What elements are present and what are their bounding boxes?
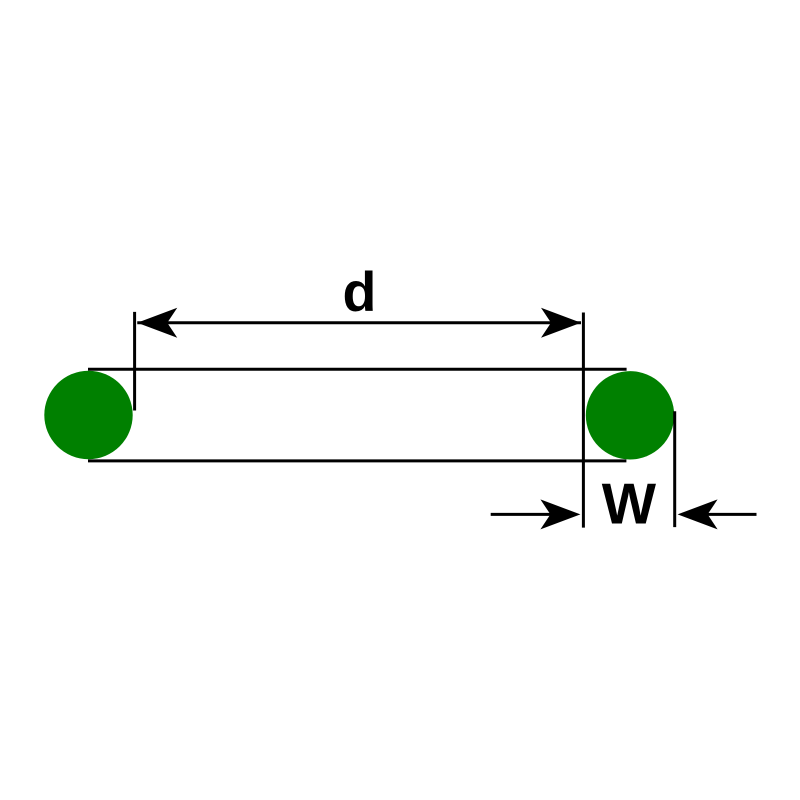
svg-text:d: d — [342, 261, 376, 323]
svg-text:W: W — [602, 472, 657, 536]
